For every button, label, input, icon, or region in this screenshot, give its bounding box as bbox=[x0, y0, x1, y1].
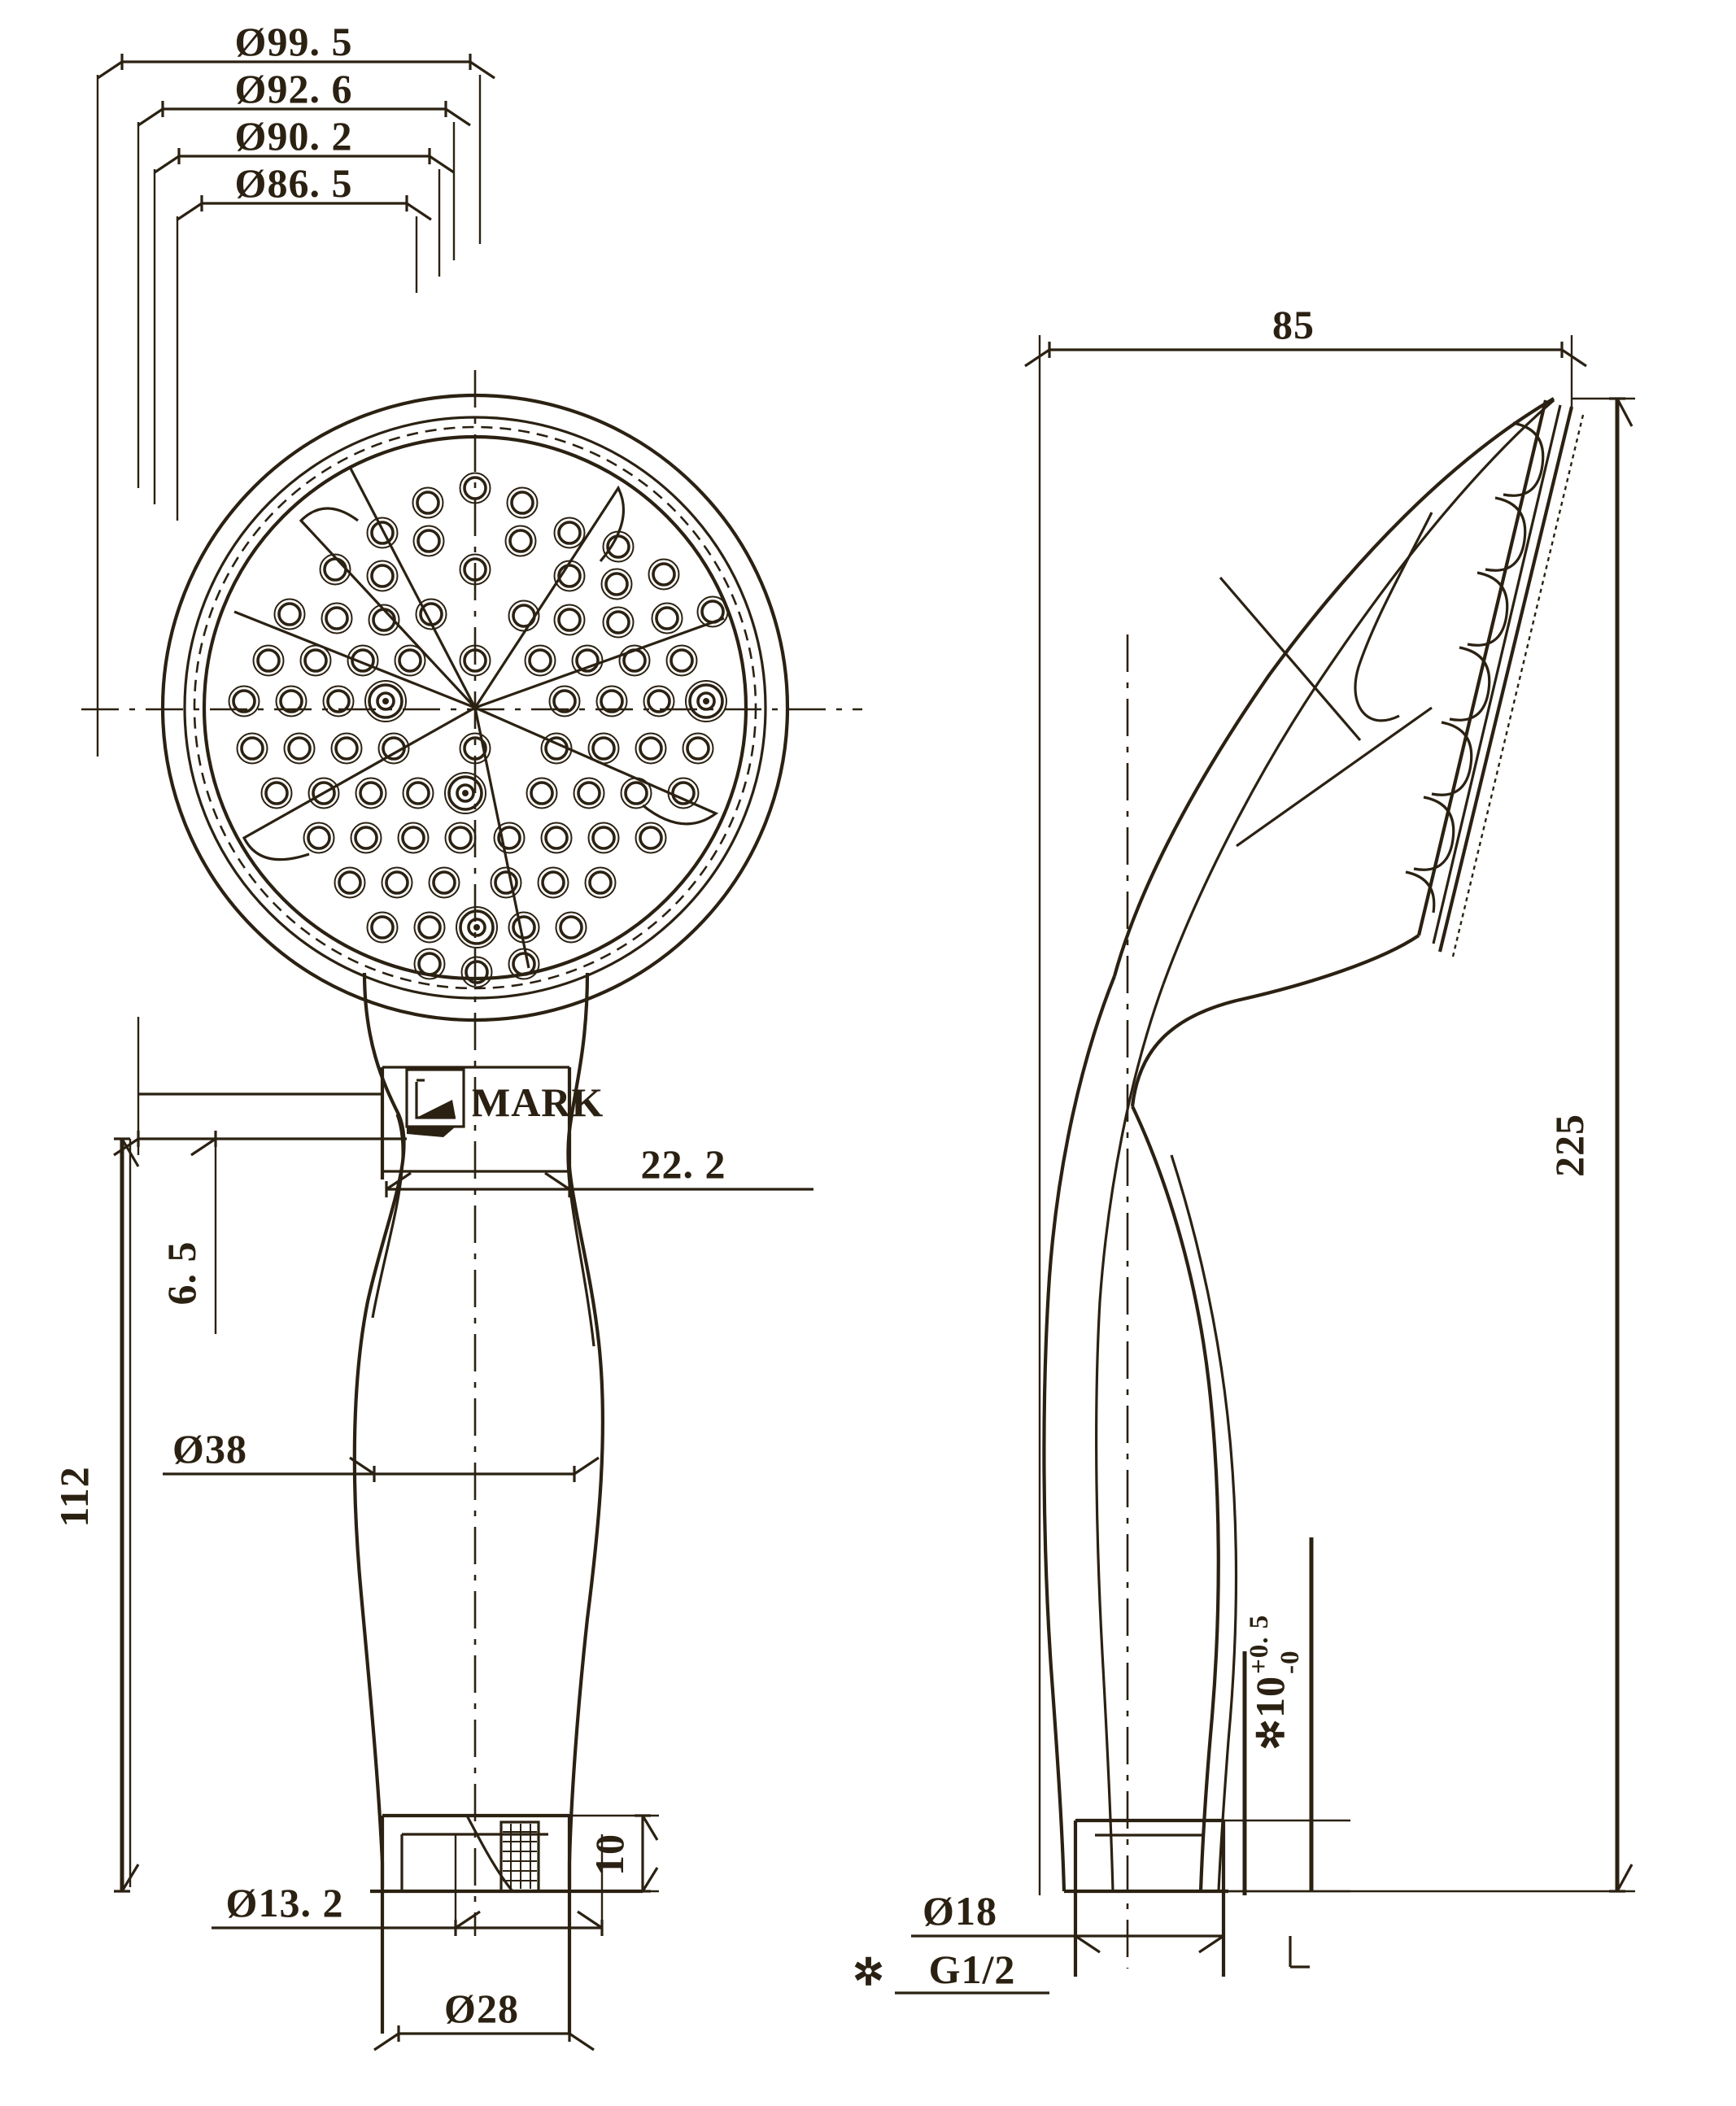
dimension-d3-line bbox=[154, 148, 455, 174]
asterisk-icon: ✲ bbox=[1250, 1718, 1292, 1751]
dimension-h7-label: Ø28 bbox=[444, 1986, 519, 2031]
face-plate-spokes bbox=[233, 466, 725, 969]
dimension-s1-label: 85 bbox=[1272, 302, 1315, 347]
dimension-s2-label: 225 bbox=[1546, 1114, 1592, 1177]
dimension-h2-label: 6. 5 bbox=[159, 1241, 204, 1306]
dimension-h4-line bbox=[163, 1456, 600, 1482]
dimension-d1-label: Ø99. 5 bbox=[235, 19, 353, 64]
dimension-s5-label: ✲ G1/2 bbox=[853, 1947, 1049, 1995]
dimension-d1-line bbox=[97, 54, 495, 80]
dimension-h2-line bbox=[113, 1017, 407, 1887]
front-view-centerlines bbox=[81, 370, 862, 1936]
dimension-d4-label: Ø86. 5 bbox=[235, 160, 353, 206]
mark-label: MARK bbox=[472, 1079, 604, 1125]
thread-tick bbox=[1289, 1936, 1310, 1969]
asterisk-icon: ✲ bbox=[853, 1951, 885, 1993]
svg-text:G1/2: G1/2 bbox=[929, 1947, 1016, 1992]
dimension-s4-label: Ø18 bbox=[923, 1888, 997, 1934]
svg-text:10: 10 bbox=[1247, 1676, 1293, 1718]
dimension-h1-label: 22. 2 bbox=[641, 1141, 726, 1187]
svg-text:+0. 5: +0. 5 bbox=[1245, 1615, 1274, 1674]
dimension-s3-line bbox=[1223, 1537, 1350, 1895]
dimension-s3-label: 10 +0. 5 -0 ✲ bbox=[1245, 1615, 1305, 1751]
front-view-dimension-extension-lines bbox=[96, 75, 482, 757]
dimension-s4-line bbox=[911, 1928, 1225, 1954]
dimension-d2-line bbox=[137, 101, 471, 127]
side-view-shower-head bbox=[1112, 397, 1585, 1107]
dimension-h6-label: Ø13. 2 bbox=[226, 1880, 344, 1925]
dimension-d4-line bbox=[177, 195, 432, 221]
dimension-h4-label: Ø38 bbox=[172, 1426, 247, 1472]
dimension-d3-label: Ø90. 2 bbox=[235, 113, 353, 159]
dimension-h7-line bbox=[373, 2025, 595, 2051]
dimension-s1-line bbox=[1024, 335, 1587, 1895]
mark-symbol bbox=[405, 1068, 465, 1137]
dimension-h5-label: 10 bbox=[587, 1833, 632, 1876]
svg-text:-0: -0 bbox=[1276, 1650, 1305, 1675]
side-view-handle bbox=[1042, 634, 1237, 1977]
dimension-d2-label: Ø92. 6 bbox=[235, 66, 353, 111]
dimension-h1-line bbox=[385, 1171, 813, 1197]
dimension-h5-line bbox=[569, 1814, 659, 1893]
dimension-h6-line bbox=[212, 1834, 604, 1936]
dimension-h3-label: 112 bbox=[51, 1466, 97, 1527]
dimension-h3-line bbox=[114, 1137, 140, 1893]
